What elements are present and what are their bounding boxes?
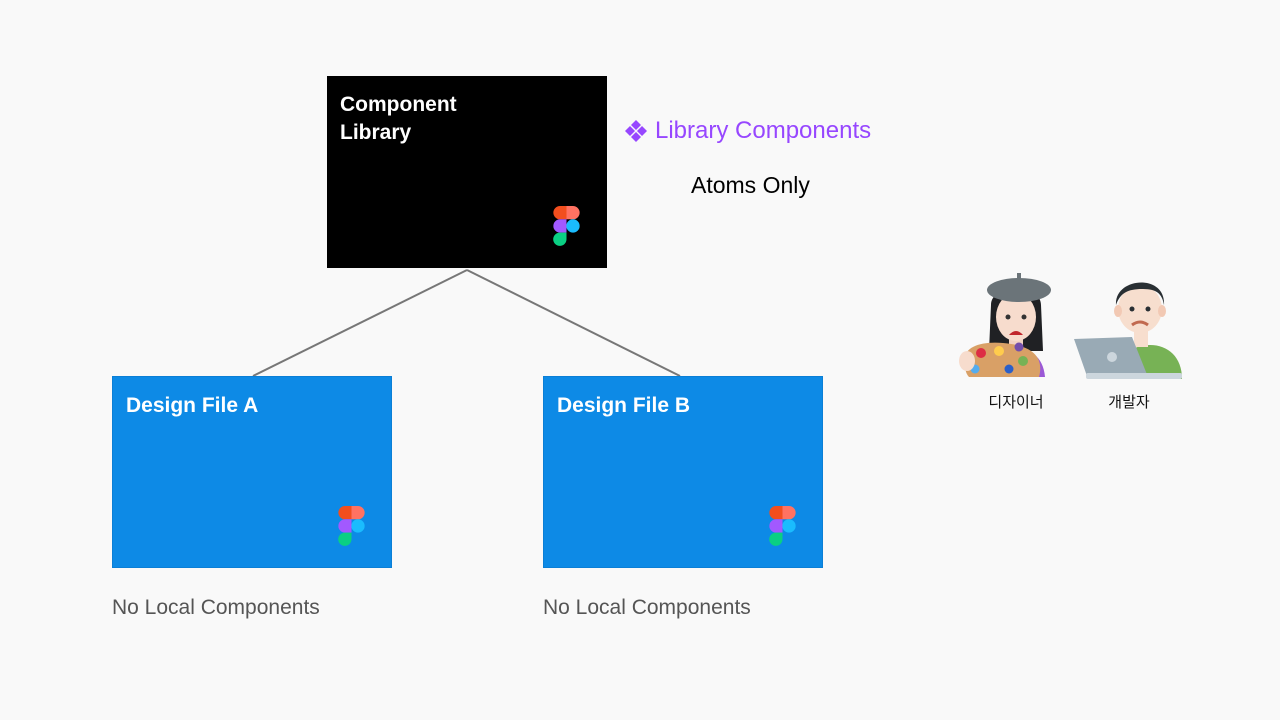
component-diamond-icon: [625, 120, 647, 142]
design-file-a-card: Design File A: [112, 376, 392, 568]
figma-logo-icon: [338, 506, 365, 546]
developer-icon: [1074, 282, 1182, 379]
connector-library-to-file-a: [252, 269, 468, 377]
design-file-b-caption: No Local Components: [543, 596, 751, 619]
component-library-card: Component Library: [327, 76, 607, 268]
developer-label: 개발자: [1108, 393, 1150, 411]
designer-persona: 디자이너: [959, 265, 1073, 412]
figma-logo-icon: [769, 506, 796, 546]
figma-logo-icon: [553, 206, 580, 246]
library-components-legend: Library Components: [623, 117, 871, 145]
designer-icon: [959, 273, 1051, 377]
legend-label: Library Components: [655, 117, 872, 144]
connector-library-to-file-b: [466, 269, 681, 377]
design-file-a-title: Design File A: [126, 394, 259, 417]
design-file-b-title: Design File B: [557, 394, 691, 417]
design-file-b-card: Design File B: [543, 376, 823, 568]
atoms-only-note: Atoms Only: [691, 172, 810, 198]
design-file-a-caption: No Local Components: [112, 596, 320, 619]
designer-label: 디자이너: [988, 393, 1044, 411]
developer-persona: 개발자: [1072, 265, 1186, 412]
component-library-title: Component Library: [340, 93, 457, 144]
